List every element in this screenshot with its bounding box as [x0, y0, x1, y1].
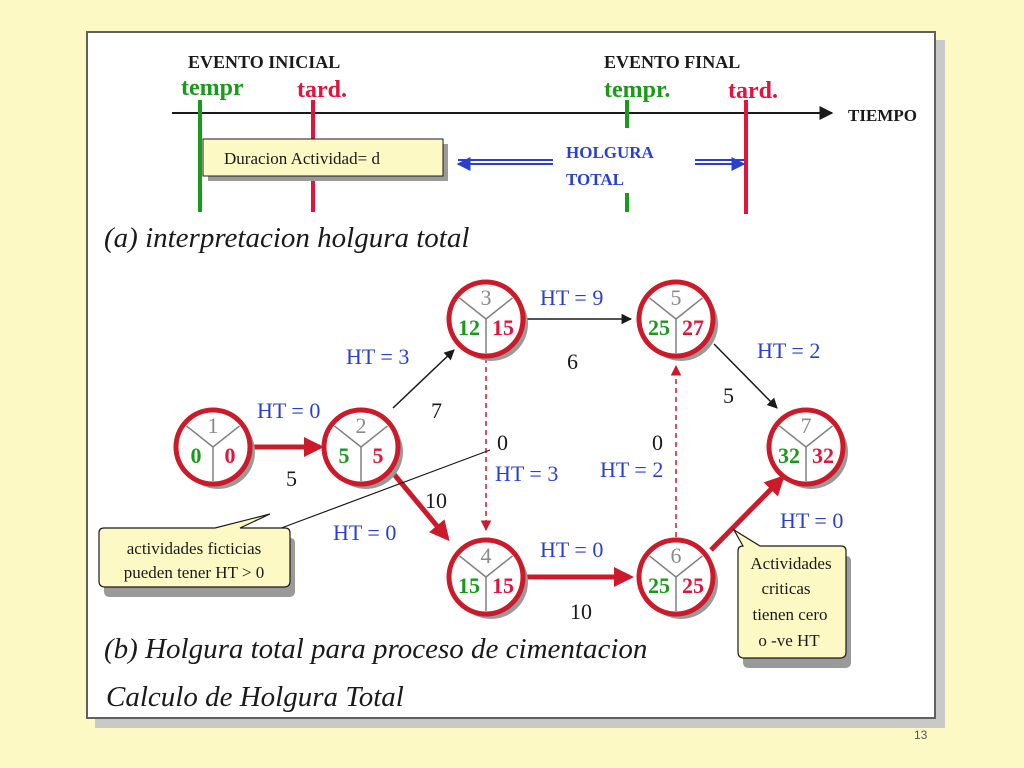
node-divider [459, 297, 487, 320]
edge-5-7-ht: HT = 2 [757, 338, 820, 363]
caption-b: (b) Holgura total para proceso de ciment… [104, 633, 647, 665]
node-late-time: 5 [373, 443, 384, 468]
edge-6-7-arrow [709, 475, 785, 552]
edge-6-5-duration: 0 [652, 430, 663, 455]
node-3: 312 15 [446, 279, 528, 361]
callout-criticas-line-4: o -ve HT [758, 631, 820, 650]
edge-2-3-ht: HT = 3 [346, 344, 409, 369]
node-divider [360, 425, 388, 448]
edge-2-4-ht: HT = 0 [333, 520, 396, 545]
node-early-time: 0 [191, 443, 202, 468]
edge-3-4-duration: 0 [497, 430, 508, 455]
node-late-time: 0 [225, 443, 236, 468]
node-id: 4 [481, 543, 492, 568]
tempr-end-label: tempr. [604, 77, 670, 103]
node-early-time: 5 [339, 443, 350, 468]
node-divider [212, 425, 240, 448]
callout-criticas-line-3: tienen cero [752, 605, 827, 624]
edge-3-5-ht: HT = 9 [540, 285, 603, 310]
tempr-start-label: tempr [181, 75, 244, 101]
node-late-time: 27 [682, 315, 704, 340]
edge-labels: HT = 0 5 HT = 3 7 HT = 0 10 HT = 9 6 HT … [257, 285, 843, 624]
node-divider [675, 555, 703, 578]
node-7: 732 32 [766, 407, 848, 489]
node-id: 5 [671, 285, 682, 310]
holgura-label-2: TOTAL [566, 170, 624, 189]
node-early-time: 25 [648, 573, 670, 598]
node-divider [649, 297, 677, 320]
node-early-time: 12 [458, 315, 480, 340]
callout-ficticias-pointer [275, 449, 491, 531]
edge-5-7-duration: 5 [723, 383, 734, 408]
callout-ficticias-line-1: actividades ficticias [127, 539, 262, 558]
callout-ficticias: actividades ficticias pueden tener HT > … [98, 449, 491, 597]
caption-a: (a) interpretacion holgura total [104, 222, 469, 254]
node-early-time: 25 [648, 315, 670, 340]
page-number: 13 [914, 728, 928, 742]
network-edges [238, 313, 785, 587]
edge-2-3-arrow [392, 349, 455, 409]
edge-6-7-ht: HT = 0 [780, 508, 843, 533]
duracion-box [202, 138, 444, 177]
tard-end-label: tard. [728, 78, 778, 104]
node-late-time: 15 [492, 573, 514, 598]
node-divider [485, 297, 513, 320]
callout-ficticias-line-2: pueden tener HT > 0 [124, 563, 265, 582]
node-id: 3 [481, 285, 492, 310]
node-divider [649, 555, 677, 578]
edge-2-4-arrow [391, 471, 450, 542]
timeline-section: EVENTO INICIAL EVENTO FINAL tempr tard. … [104, 52, 917, 254]
node-divider [459, 555, 487, 578]
node-late-time: 15 [492, 315, 514, 340]
node-divider [779, 425, 807, 448]
node-id: 7 [801, 413, 812, 438]
callout-criticas: Actividades criticas tienen cero o -ve H… [732, 528, 851, 668]
holgura-label-1: HOLGURA [566, 143, 655, 162]
node-divider [675, 297, 703, 320]
node-divider [334, 425, 362, 448]
node-late-time: 32 [812, 443, 834, 468]
node-divider [186, 425, 214, 448]
node-6: 625 25 [636, 537, 718, 619]
edge-5-7-arrow [713, 343, 778, 409]
edge-1-2-ht: HT = 0 [257, 398, 320, 423]
evento-final-label: EVENTO FINAL [604, 52, 740, 72]
calculo-title: Calculo de Holgura Total [106, 681, 404, 713]
edge-3-5-duration: 6 [567, 349, 578, 374]
callout-criticas-box [732, 528, 847, 659]
callout-criticas-line-1: Actividades [750, 554, 831, 573]
node-divider [805, 425, 833, 448]
edge-3-4-ht: HT = 3 [495, 461, 558, 486]
edge-4-6-duration: 10 [570, 599, 592, 624]
tiempo-label: TIEMPO [848, 106, 917, 125]
edge-4-6-ht: HT = 0 [540, 537, 603, 562]
callout-ficticias-box [98, 513, 291, 588]
node-id: 1 [208, 413, 219, 438]
evento-inicial-label: EVENTO INICIAL [188, 52, 340, 72]
edge-6-5-ht: HT = 2 [600, 457, 663, 482]
node-divider [485, 555, 513, 578]
node-id: 6 [671, 543, 682, 568]
node-late-time: 25 [682, 573, 704, 598]
edge-1-2-duration: 5 [286, 466, 297, 491]
edge-2-4-duration: 10 [425, 488, 447, 513]
duracion-label: Duracion Actividad= d [224, 149, 380, 168]
node-5: 525 27 [636, 279, 718, 361]
node-id: 2 [356, 413, 367, 438]
tard-start-label: tard. [297, 77, 347, 103]
node-4: 415 15 [446, 537, 528, 619]
edge-2-3-duration: 7 [431, 398, 442, 423]
callout-criticas-line-2: criticas [761, 579, 810, 598]
node-early-time: 15 [458, 573, 480, 598]
node-early-time: 32 [778, 443, 800, 468]
